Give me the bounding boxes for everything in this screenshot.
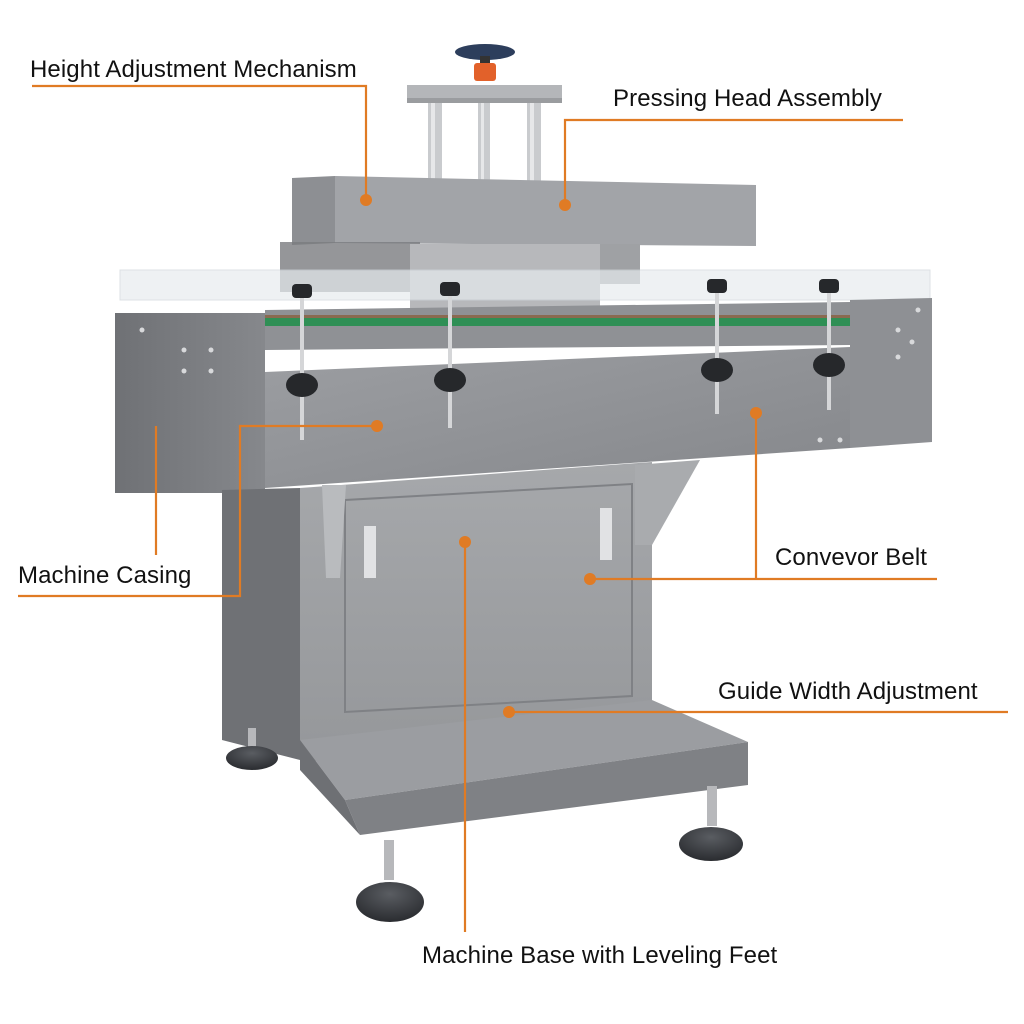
leader-height-adjustment (32, 84, 368, 200)
label-pressing-head-assembly: Pressing Head Assembly (613, 85, 882, 112)
label-height-adjustment-mechanism: Height Adjustment Mechanism (30, 56, 357, 83)
dot-pressing-head (559, 199, 571, 211)
height-adjustment-mechanism (407, 44, 562, 181)
guide-width-adjusters (286, 279, 845, 440)
leader-machine-casing (18, 424, 377, 598)
label-machine-casing: Machine Casing (18, 562, 192, 589)
dot-conveyor-belt (584, 573, 596, 585)
leader-pressing-head (563, 118, 903, 205)
machine-base (300, 700, 748, 835)
conveyor-frame (115, 298, 932, 493)
machine-cabinet (222, 460, 700, 762)
dot-height-adjustment (360, 194, 372, 206)
label-conveyor-belt: Convevor Belt (775, 544, 928, 571)
dot-machine-base (459, 536, 471, 548)
label-guide-width-adjustment: Guide Width Adjustment (718, 678, 978, 705)
label-machine-base-with-leveling-feet: Machine Base with Leveling Feet (422, 942, 778, 969)
dot-conveyor-belt-branch (750, 407, 762, 419)
leveling-feet (226, 728, 743, 922)
dot-guide-width (503, 706, 515, 718)
dot-machine-casing (371, 420, 383, 432)
